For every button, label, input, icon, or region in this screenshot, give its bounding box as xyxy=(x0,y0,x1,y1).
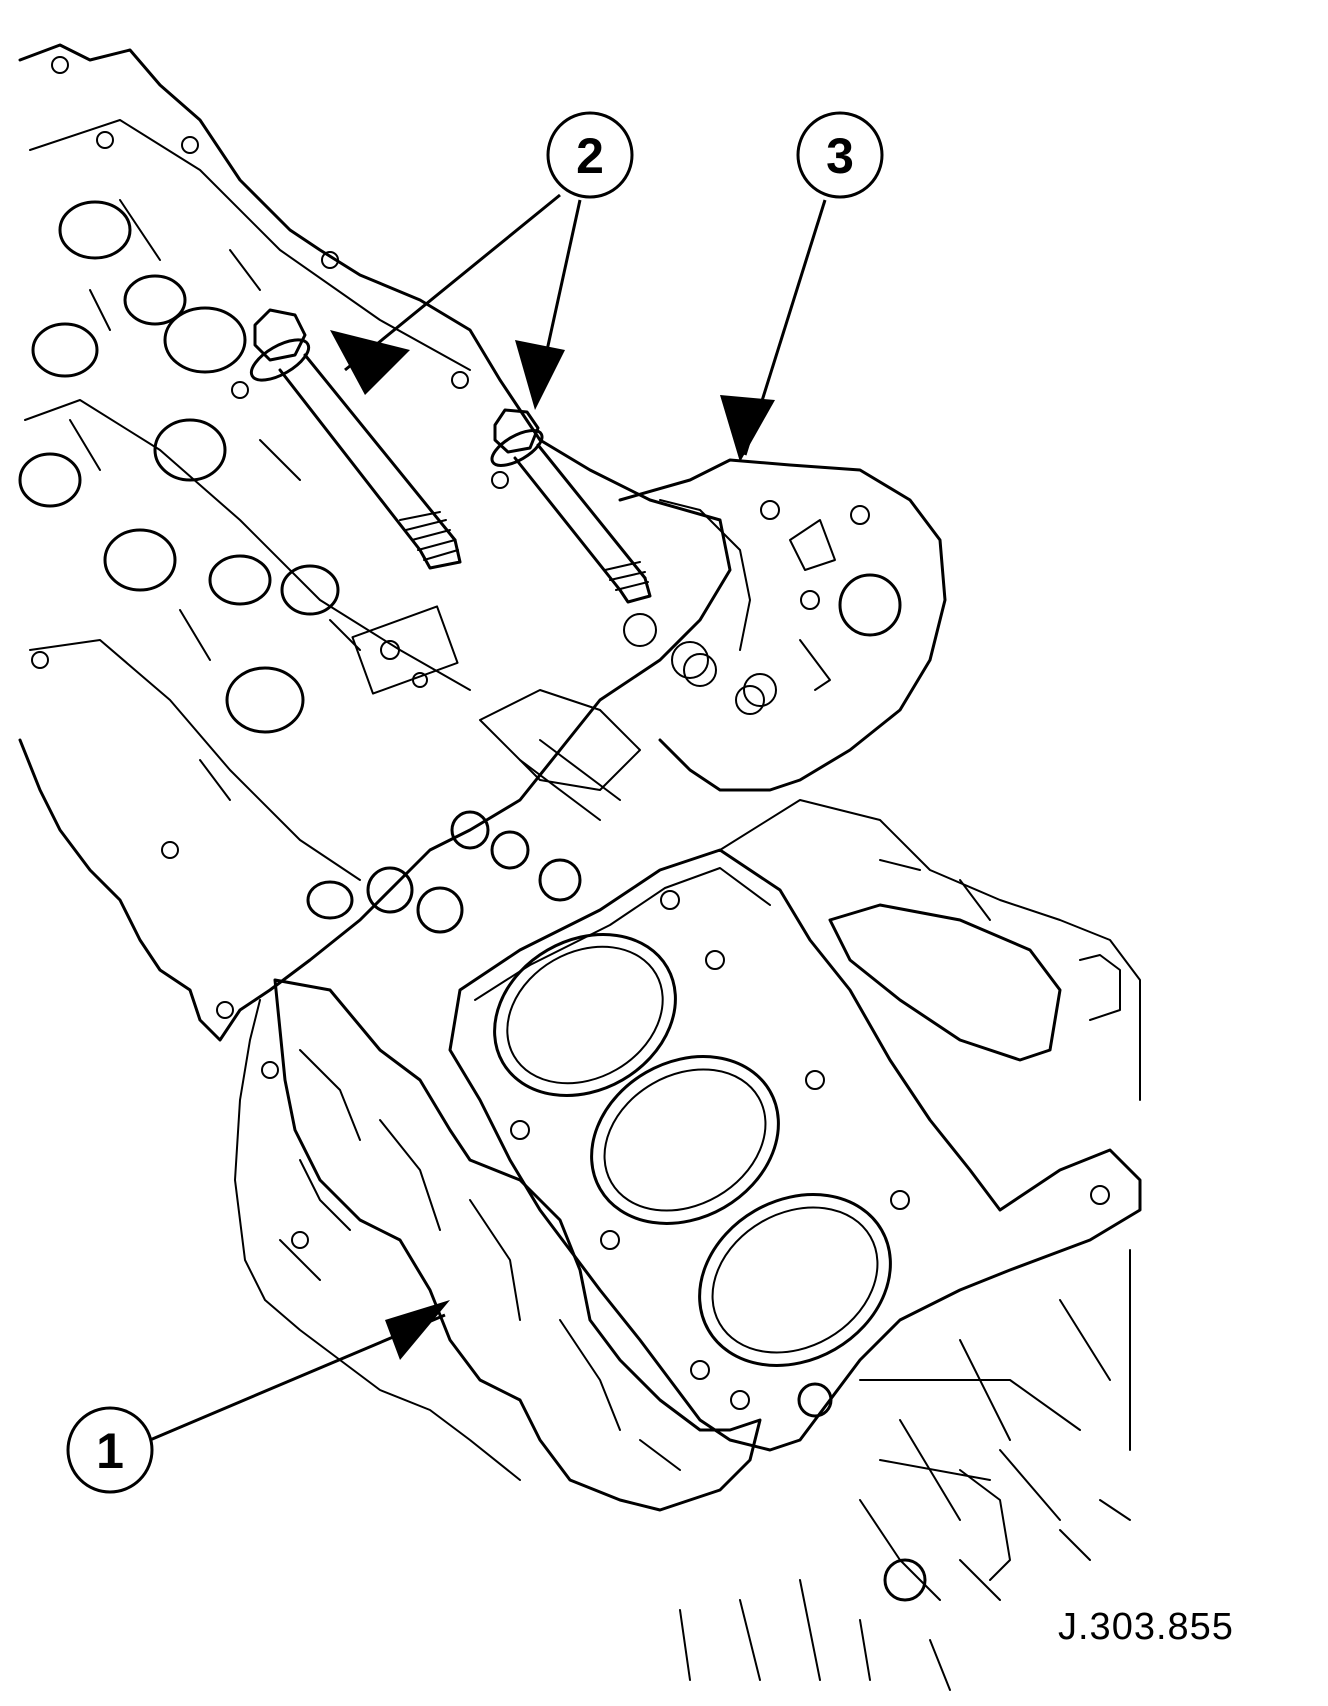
figure-reference-number: J.303.855 xyxy=(1058,1606,1234,1648)
callout-1-leader xyxy=(149,1300,450,1442)
cylinder-head-bolt-right xyxy=(490,408,652,604)
callout-2-leaders xyxy=(330,193,582,410)
cylinder-head-bolt-left xyxy=(249,308,462,570)
callout-1: 1 xyxy=(66,1406,154,1494)
exhaust-manifold-heat-shield xyxy=(234,978,762,1512)
callout-3: 3 xyxy=(796,111,884,199)
cylinder-head-end-section xyxy=(479,458,947,821)
callout-1-label: 1 xyxy=(96,1423,124,1479)
callout-2: 2 xyxy=(546,111,634,199)
head-gasket xyxy=(448,848,1142,1452)
cylinder-head xyxy=(18,43,765,1042)
callout-3-label: 3 xyxy=(826,128,854,184)
cylinder-block xyxy=(679,799,1141,1691)
callout-2-label: 2 xyxy=(576,128,604,184)
callout-3-leader xyxy=(720,199,827,462)
